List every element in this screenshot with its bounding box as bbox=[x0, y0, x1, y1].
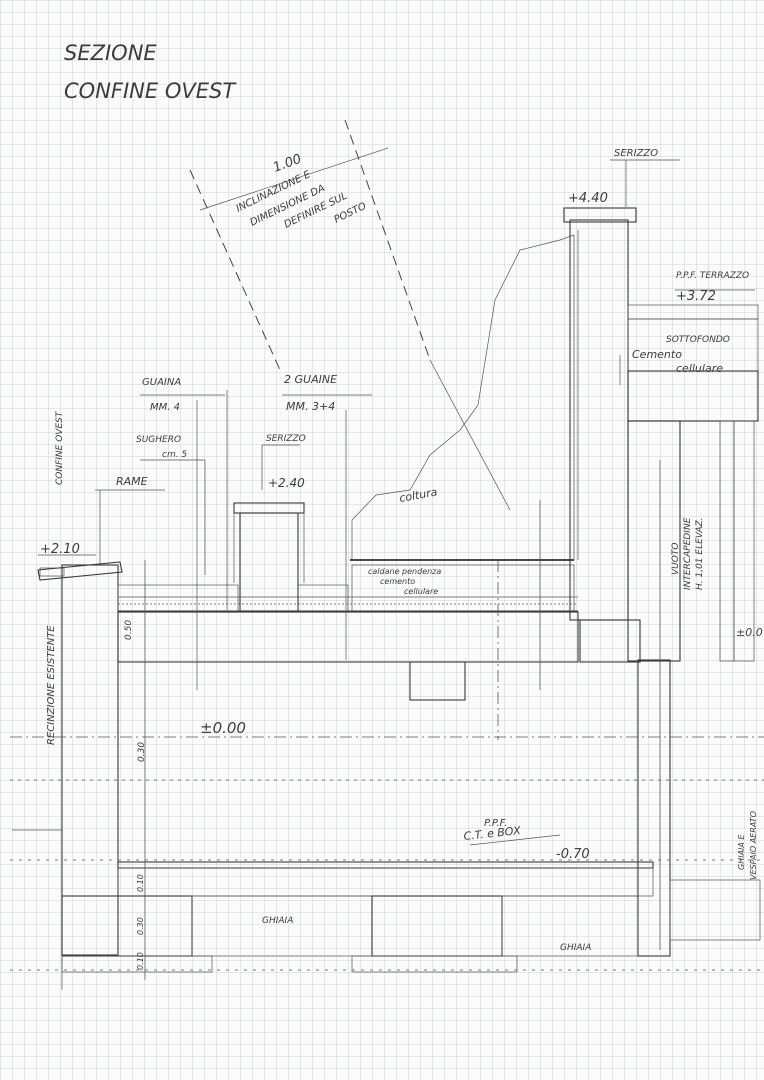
label-ppf-box-2: C.T. e BOX bbox=[463, 824, 522, 843]
leader-lines bbox=[38, 159, 755, 846]
label-ghiaia-right: GHIAIA bbox=[560, 943, 591, 953]
label-caldane-1: caldane pendenza bbox=[368, 567, 441, 576]
label-ghiaia-left: GHIAIA bbox=[262, 916, 293, 926]
label-sughero-cm: cm. 5 bbox=[162, 450, 187, 460]
label-recinzione: RECINZIONE ESISTENTE bbox=[46, 625, 57, 745]
label-ppf-terrazzo: P.P.F. TERRAZZO bbox=[676, 271, 749, 281]
label-sughero: SUGHERO bbox=[136, 435, 181, 445]
high-wall bbox=[563, 207, 759, 663]
dim-inclinazione: 1.00 bbox=[271, 152, 303, 176]
label-guaina-mm: MM. 4 bbox=[150, 402, 180, 413]
level-right-partial: ±0.0 bbox=[736, 626, 763, 639]
label-sottofondo-2: Cemento bbox=[632, 348, 682, 361]
level-terrazzo: +3.72 bbox=[676, 289, 716, 304]
label-caldane-2: cemento bbox=[380, 577, 415, 586]
level-zero: ±0.00 bbox=[200, 719, 246, 737]
label-sottofondo-3: cellulare bbox=[676, 362, 723, 375]
construction-lines bbox=[10, 119, 764, 980]
title-line-1: SEZIONE bbox=[64, 41, 157, 65]
label-vuoto-1: VUOTO bbox=[671, 543, 681, 575]
label-rame: RAME bbox=[116, 475, 148, 488]
dim-foundation: 0.30 bbox=[136, 917, 145, 935]
title-line-2: CONFINE OVEST bbox=[64, 79, 237, 103]
label-caldane-3: cellulare bbox=[404, 587, 438, 596]
parapet bbox=[233, 502, 305, 612]
label-ghiaia-vespaio-1: GHIAIA E bbox=[737, 834, 746, 870]
planter bbox=[350, 234, 575, 561]
label-confine-ovest: CONFINE OVEST bbox=[55, 410, 65, 485]
label-vuoto-2: INTERCAPEDINE bbox=[683, 517, 693, 590]
dim-base-layer: 0.10 bbox=[136, 952, 145, 970]
label-coltura: coltura bbox=[398, 485, 438, 505]
upper-slab bbox=[117, 564, 579, 701]
label-sottofondo-1: SOTTOFONDO bbox=[666, 335, 730, 345]
label-serizzo-parapetto: SERIZZO bbox=[266, 434, 306, 444]
dim-slab-thickness: 0.50 bbox=[124, 620, 134, 640]
label-serizzo-top: SERIZZO bbox=[614, 148, 658, 159]
level-muro-confine: +2.10 bbox=[40, 542, 80, 557]
label-ppf-box-1: P.P.F. bbox=[484, 818, 507, 829]
level-box: -0.70 bbox=[556, 847, 590, 862]
label-2-guaine-mm: MM. 3+4 bbox=[286, 400, 335, 413]
label-2-guaine: 2 GUAINE bbox=[284, 373, 337, 386]
dim-wall: 0.30 bbox=[137, 742, 147, 762]
label-guaina: GUAINA bbox=[142, 377, 181, 388]
label-ghiaia-vespaio-2: VESPAIO AERATO bbox=[749, 811, 758, 880]
level-parapetto: +2.40 bbox=[268, 476, 305, 490]
label-vuoto-3: H. 1,01 ELEVAZ. bbox=[695, 517, 705, 590]
dim-floor-layer: 0.10 bbox=[136, 874, 145, 892]
level-top: +4.40 bbox=[568, 191, 608, 206]
foundations bbox=[61, 659, 761, 973]
